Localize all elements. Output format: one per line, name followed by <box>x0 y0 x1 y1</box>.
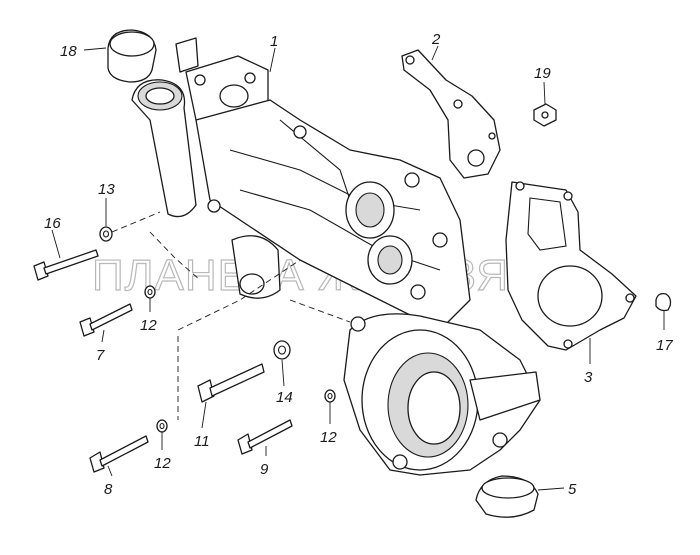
assembly-line-13 <box>111 211 161 233</box>
leader-2 <box>431 45 439 61</box>
callout-12-b: 12 <box>154 455 171 472</box>
callout-2: 2 <box>431 31 441 48</box>
bolt-7 <box>79 303 133 337</box>
washer-14 <box>273 340 291 360</box>
part-5-cap <box>475 475 539 518</box>
callout-9: 9 <box>260 461 269 478</box>
callout-17: 17 <box>656 337 673 354</box>
leader-16 <box>51 229 61 259</box>
part-1-housing <box>131 37 471 331</box>
washer-12a <box>144 285 156 299</box>
part-volute-housing <box>343 313 541 476</box>
leader-7 <box>101 329 105 343</box>
leader-8 <box>107 465 113 477</box>
bolt-8 <box>89 435 149 473</box>
callout-12-a: 12 <box>140 317 157 334</box>
leader-11 <box>201 401 207 429</box>
bolt-9 <box>237 419 293 455</box>
bolt-11 <box>197 363 265 403</box>
callout-18: 18 <box>60 43 77 60</box>
washer-12b <box>156 419 168 433</box>
callout-19: 19 <box>534 65 551 82</box>
washer-13 <box>99 226 113 242</box>
callout-13: 13 <box>98 181 115 198</box>
callout-12-c: 12 <box>320 429 337 446</box>
part-19-nut <box>533 103 557 127</box>
callout-7: 7 <box>96 347 105 364</box>
callout-3: 3 <box>584 369 593 386</box>
callout-1: 1 <box>270 33 278 50</box>
part-2-bracket <box>401 49 501 179</box>
callout-14: 14 <box>276 389 293 406</box>
callout-11: 11 <box>194 433 210 450</box>
leader-1 <box>269 47 276 73</box>
assembly-line-7 <box>177 259 301 331</box>
part-17-plug <box>655 292 672 312</box>
callout-16: 16 <box>44 215 61 232</box>
washer-12c <box>324 389 336 403</box>
assembly-line-14 <box>289 299 351 323</box>
callout-8: 8 <box>104 481 113 498</box>
part-3-gasket <box>505 181 637 351</box>
leader-19 <box>543 81 546 105</box>
bolt-16 <box>33 249 99 281</box>
callout-5: 5 <box>568 481 577 498</box>
assembly-line-16 <box>149 231 201 281</box>
part-18-cap <box>107 29 157 83</box>
leader-5 <box>537 487 565 491</box>
leader-18 <box>83 47 107 51</box>
leader-14 <box>281 359 285 387</box>
